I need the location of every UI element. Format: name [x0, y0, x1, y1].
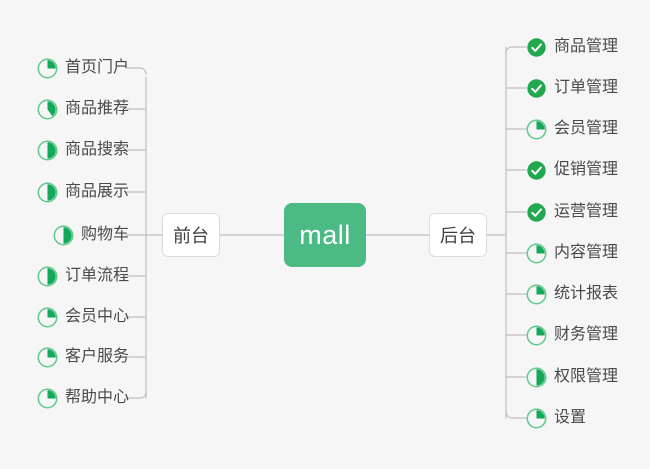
leaf-node-label: 商品管理	[554, 38, 619, 55]
leaf-node-frontend-3[interactable]: 商品搜索	[37, 138, 129, 162]
pie-25-icon	[526, 408, 547, 429]
leaf-node-backend-5[interactable]: 运营管理	[526, 200, 618, 224]
leaf-node-label: 商品搜索	[64, 141, 129, 158]
leaf-node-backend-8[interactable]: 财务管理	[526, 323, 618, 347]
branch-node-frontend[interactable]: 前台	[162, 213, 220, 257]
leaf-node-label: 商品推荐	[64, 100, 129, 117]
leaf-node-frontend-2[interactable]: 商品推荐	[37, 97, 129, 121]
leaf-node-backend-3[interactable]: 会员管理	[526, 117, 618, 141]
leaf-node-backend-9[interactable]: 权限管理	[526, 365, 618, 389]
wire-right-10	[505, 411, 527, 419]
check-circle-icon	[526, 37, 547, 58]
branch-node-backend[interactable]: 后台	[429, 213, 487, 257]
leaf-node-frontend-8[interactable]: 客户服务	[37, 345, 129, 369]
leaf-node-label: 运营管理	[554, 203, 619, 220]
pie-25-icon	[526, 325, 547, 346]
leaf-node-frontend-1[interactable]: 首页门户	[37, 56, 129, 80]
leaf-node-label: 内容管理	[554, 244, 619, 261]
pie-25-icon	[37, 388, 58, 409]
pie-40-icon	[37, 99, 58, 120]
leaf-node-label: 促销管理	[554, 161, 619, 178]
leaf-node-frontend-7[interactable]: 会员中心	[37, 305, 129, 329]
leaf-node-label: 客户服务	[64, 348, 129, 365]
leaf-node-label: 会员中心	[64, 308, 129, 325]
leaf-node-label: 帮助中心	[64, 389, 129, 406]
root-node-label: mall	[299, 219, 351, 250]
check-circle-icon	[526, 202, 547, 223]
pie-50-icon	[37, 182, 58, 203]
leaf-node-label: 财务管理	[554, 326, 619, 343]
leaf-node-frontend-6[interactable]: 订单流程	[37, 264, 129, 288]
wire-right-1	[505, 46, 527, 54]
pie-25-icon	[37, 347, 58, 368]
leaf-node-backend-4[interactable]: 促销管理	[526, 158, 618, 182]
pie-50-icon	[37, 140, 58, 161]
leaf-node-frontend-4[interactable]: 商品展示	[37, 180, 129, 204]
leaf-node-backend-7[interactable]: 统计报表	[526, 282, 618, 306]
leaf-node-backend-6[interactable]: 内容管理	[526, 241, 618, 265]
check-circle-icon	[526, 78, 547, 99]
wire-left-9	[125, 391, 147, 399]
leaf-node-label: 订单管理	[554, 79, 619, 96]
pie-25-icon	[37, 307, 58, 328]
check-circle-icon	[526, 160, 547, 181]
pie-25-icon	[37, 58, 58, 79]
wire-left-1	[125, 67, 147, 75]
pie-50-icon	[37, 266, 58, 287]
pie-25-icon	[526, 119, 547, 140]
pie-50-icon	[526, 367, 547, 388]
leaf-node-backend-2[interactable]: 订单管理	[526, 76, 618, 100]
branch-node-frontend-label: 前台	[173, 226, 209, 246]
leaf-node-label: 首页门户	[64, 59, 129, 76]
root-node-mall[interactable]: mall	[284, 203, 366, 267]
leaf-node-backend-10[interactable]: 设置	[526, 406, 586, 430]
leaf-node-label: 购物车	[80, 226, 129, 243]
leaf-node-label: 设置	[554, 409, 587, 426]
pie-25-icon	[526, 243, 547, 264]
leaf-node-label: 商品展示	[64, 183, 129, 200]
leaf-node-frontend-9[interactable]: 帮助中心	[37, 386, 129, 410]
leaf-node-label: 订单流程	[64, 267, 129, 284]
leaf-node-backend-1[interactable]: 商品管理	[526, 35, 618, 59]
pie-25-icon	[526, 284, 547, 305]
leaf-node-label: 会员管理	[554, 120, 619, 137]
leaf-node-frontend-5[interactable]: 购物车	[53, 223, 129, 247]
pie-50-icon	[53, 225, 74, 246]
leaf-node-label: 权限管理	[554, 368, 619, 385]
leaf-node-label: 统计报表	[554, 285, 619, 302]
branch-node-backend-label: 后台	[440, 226, 476, 246]
